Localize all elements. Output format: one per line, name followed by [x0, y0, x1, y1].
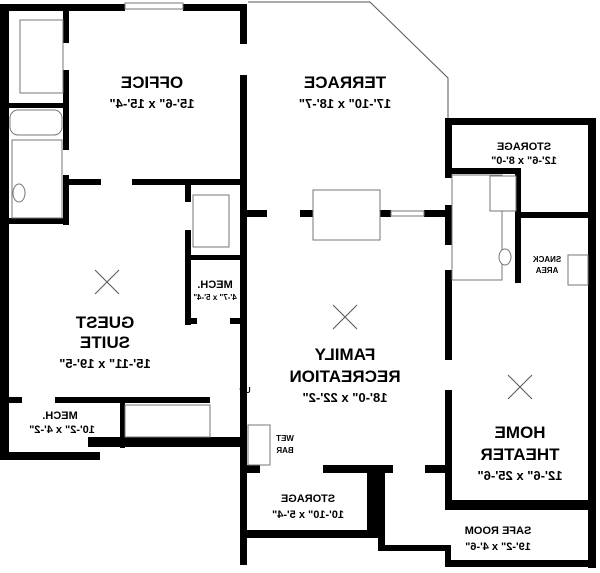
office-dims: 15'-6" x 15'-4"	[109, 96, 194, 111]
wall	[8, 103, 66, 108]
wall	[445, 118, 452, 178]
wall	[63, 8, 69, 43]
family-name: RECREATION	[289, 367, 400, 386]
closet-shelf	[19, 19, 64, 94]
wet-bar-label: WET	[276, 434, 294, 443]
bathtub-icon	[9, 109, 63, 136]
wall	[240, 530, 375, 538]
guest-dims: 15'-11" x 19'-5"	[59, 356, 151, 371]
wall	[445, 560, 596, 567]
wall	[520, 212, 592, 218]
wall	[424, 210, 450, 217]
room-labels: OFFICE 15'-6" x 15'-4" TERRACE 17'-10" x 18…	[29, 73, 562, 553]
wall	[183, 4, 247, 11]
wall	[63, 179, 101, 185]
wall	[63, 175, 69, 225]
wall	[0, 397, 22, 403]
guest-name: SUITE	[80, 333, 130, 352]
wall	[378, 470, 385, 550]
mech-left-name: MECH.	[42, 410, 77, 422]
walls	[0, 4, 596, 568]
shower-icon	[489, 175, 517, 212]
snack-label: AREA	[535, 266, 558, 275]
home-theater-name: HOME	[495, 423, 546, 442]
wall	[0, 4, 125, 11]
wall	[240, 4, 247, 44]
fireplace	[312, 189, 381, 241]
wall	[63, 70, 69, 150]
safe-room-name: SAFE ROOM	[465, 525, 532, 537]
storage-top-name: STORAGE	[497, 141, 551, 153]
wall	[230, 318, 245, 324]
wall	[185, 182, 191, 202]
terrace-dims: 17'-10" x 18'-7"	[299, 96, 391, 111]
wet-bar-label: BAR	[276, 446, 294, 455]
ceiling-fan-icon	[94, 269, 120, 295]
wall	[120, 403, 125, 448]
home-theater-name: THEATER	[480, 445, 559, 464]
snack-counter	[567, 254, 589, 286]
wall	[450, 168, 520, 174]
wall	[0, 452, 100, 460]
wall	[0, 4, 9, 459]
wall	[445, 118, 596, 125]
storage-top-dims: 12'-6" x 8'-0"	[491, 155, 557, 167]
family-name: FAMILY	[314, 345, 375, 364]
wall	[240, 465, 260, 473]
wall	[445, 390, 452, 508]
mech-small-dims: 4'-7" x 5'-4"	[193, 293, 237, 302]
fixtures	[9, 2, 589, 466]
wall	[323, 465, 393, 473]
wall	[300, 210, 315, 217]
bath-tile-floor	[11, 139, 63, 219]
sink-icon	[12, 183, 26, 203]
wall	[367, 470, 378, 538]
office-name: OFFICE	[121, 73, 183, 92]
safe-room-dims: 19'-2" x 4'-6"	[465, 541, 531, 553]
storage-bottom-name: STORAGE	[281, 493, 335, 505]
closet-shelf	[192, 194, 230, 248]
wall	[378, 210, 391, 217]
stairs-icon	[124, 404, 211, 438]
wall	[247, 210, 267, 217]
mech-small-name: MECH.	[197, 279, 232, 291]
wall	[445, 545, 451, 567]
wall	[55, 397, 210, 403]
mech-left-dims: 10'-2" x 4'-2"	[29, 424, 95, 436]
ceiling-fans	[94, 269, 533, 400]
window	[124, 2, 184, 10]
guest-name: GUEST	[75, 313, 134, 332]
wall	[8, 218, 68, 224]
wall	[515, 168, 521, 283]
storage-bottom-dims: 10'-10" x 5'-4"	[272, 509, 344, 521]
sink-icon	[498, 248, 512, 266]
wall	[185, 230, 191, 325]
wet-bar-counter	[247, 424, 271, 466]
wall	[445, 270, 452, 360]
family-dims: 18'-0" x 22'-2"	[302, 390, 387, 405]
terrace-name: TERRACE	[304, 73, 386, 92]
home-theater-dims: 12'-6" x 25'-6"	[477, 468, 562, 483]
window	[390, 210, 425, 217]
snack-label: SNACK	[533, 255, 562, 264]
wall	[185, 318, 197, 324]
ceiling-fan-icon	[507, 374, 533, 400]
wall	[185, 255, 245, 260]
ceiling-fan-icon	[332, 304, 358, 330]
wall	[425, 465, 448, 473]
stairs-up-label: UP	[239, 386, 251, 395]
wall	[88, 437, 245, 447]
terrace-outline	[248, 1, 449, 120]
wall	[445, 500, 595, 510]
wall	[445, 205, 452, 245]
wall	[378, 545, 450, 551]
wall	[588, 118, 596, 568]
